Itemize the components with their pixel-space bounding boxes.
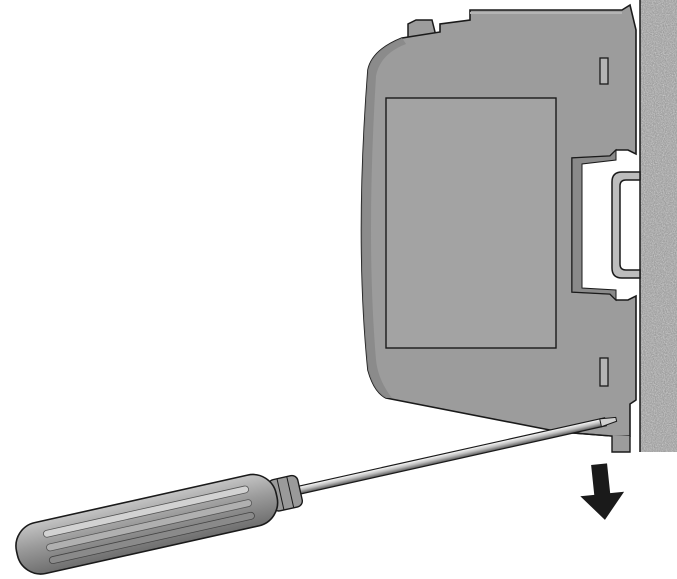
screwdriver-icon <box>15 416 618 575</box>
front-panel <box>385 97 557 349</box>
rail-recess <box>571 148 617 302</box>
housing-shade <box>361 38 406 398</box>
screwdriver-blade <box>599 416 618 428</box>
mounting-wall <box>639 0 677 452</box>
upper-slot <box>599 57 609 85</box>
arrow-down-icon <box>580 463 625 520</box>
housing-bottom-lip <box>559 431 631 453</box>
din-rail <box>611 171 641 279</box>
din-rail-module <box>360 3 637 453</box>
screwdriver-shaft <box>293 417 608 496</box>
lower-slot <box>599 357 609 387</box>
